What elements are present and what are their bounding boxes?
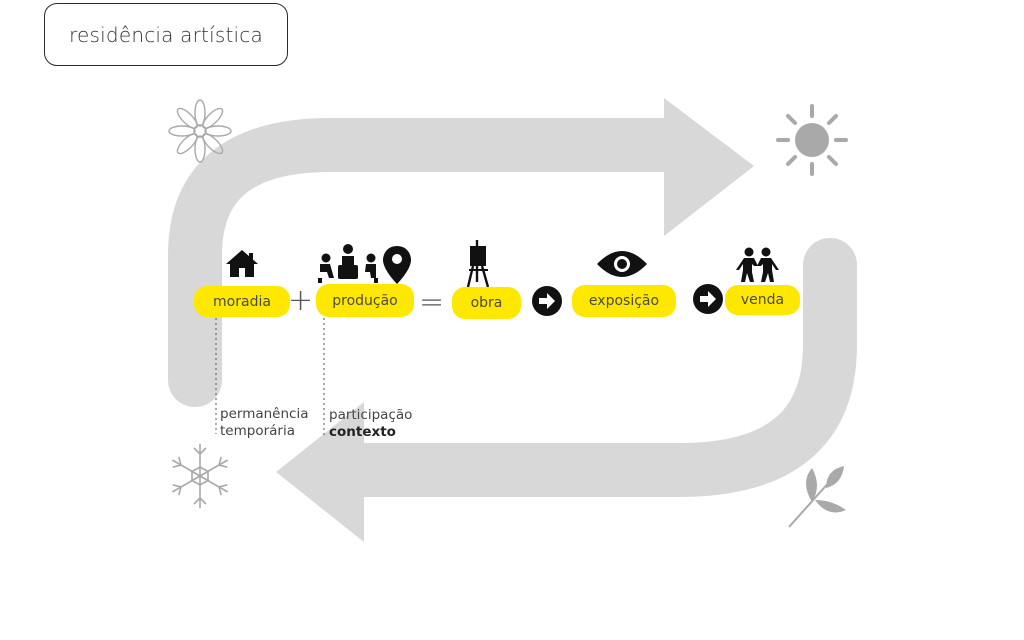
flow-item-moradia: moradia (194, 286, 290, 317)
cycle-arrow-bottom-band (355, 265, 857, 497)
cycle-arrow-top-band (168, 118, 668, 380)
cycle-arrow-head-right (664, 98, 754, 236)
sun-icon (776, 104, 848, 176)
flow-item-producao: produção (316, 284, 414, 317)
producao-note-line-1: participação (329, 407, 413, 423)
moradia-note-line-2: temporária (220, 423, 295, 439)
producao-note-line-2: contexto (329, 424, 396, 440)
arrow-right-circle-icon (532, 286, 562, 316)
easel-icon (466, 240, 490, 288)
equals-operator: = (419, 285, 445, 320)
house-icon (226, 250, 258, 277)
snowflake-icon (171, 444, 229, 508)
people-meeting-icon (318, 244, 378, 283)
leaf-icon (788, 466, 846, 528)
page-title: residência artística (44, 3, 288, 66)
moradia-note-line-1: permanência (220, 406, 309, 422)
arrow-right-circle-icon (693, 284, 723, 314)
flow-item-exposicao: exposição (572, 285, 676, 317)
producao-note: participação contexto (329, 407, 412, 441)
plus-operator: + (288, 283, 314, 318)
flow-item-obra: obra (452, 287, 521, 319)
flow-item-venda: venda (725, 285, 800, 315)
moradia-note: permanência temporária (220, 406, 308, 440)
eye-icon (597, 251, 647, 277)
location-pin-icon (383, 246, 411, 284)
cycle-arrow-head-left (276, 402, 364, 542)
handshake-icon (736, 247, 779, 282)
flower-icon (168, 99, 232, 163)
